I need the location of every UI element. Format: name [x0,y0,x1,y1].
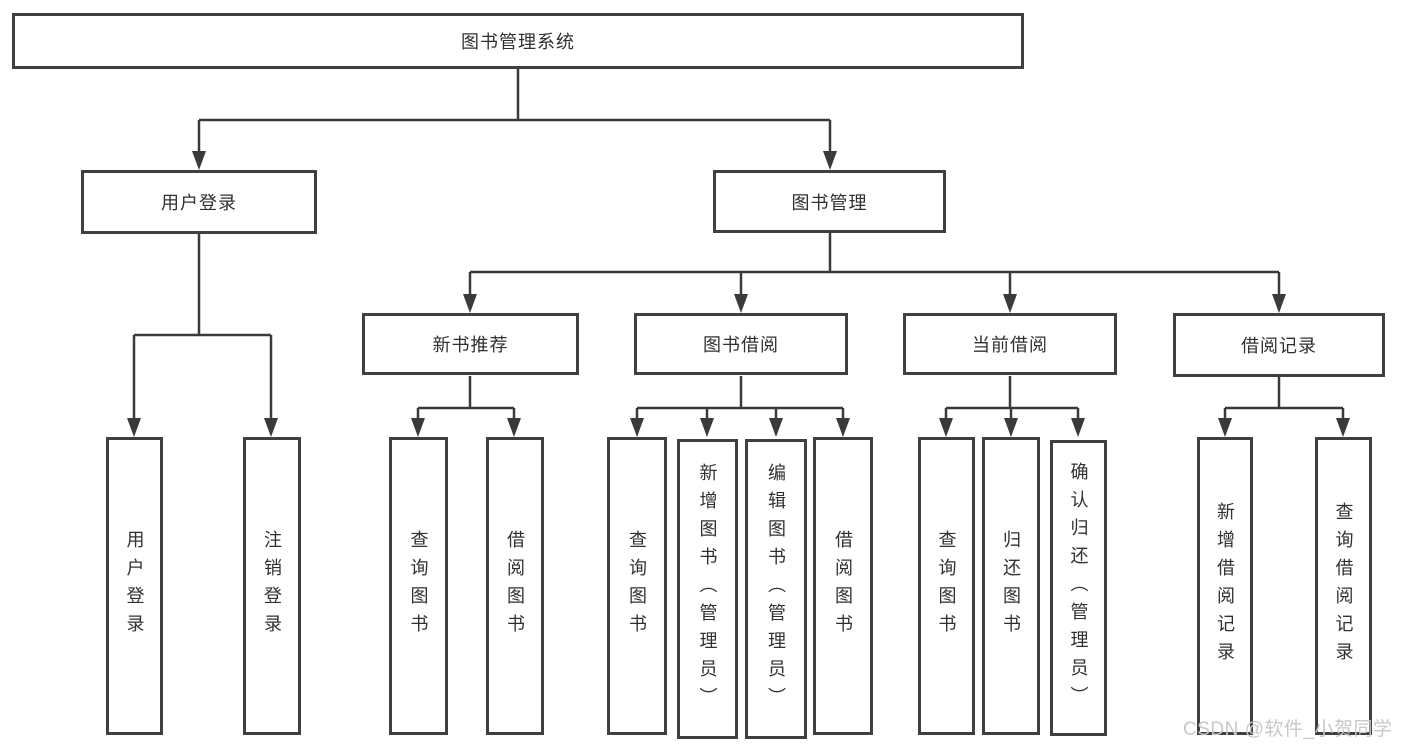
node-user-login: 用户登录 [81,170,317,234]
connector-user-login-to-children [132,234,273,420]
leaf-borrowing-edit-books-admin: 编辑图书（管理员） [745,439,807,739]
leaf-label: 确认归还（管理员） [1068,462,1089,714]
leaf-label: 查询借阅记录 [1333,502,1354,670]
leaf-current-query-books: 查询图书 [918,437,975,735]
leaf-label: 新增借阅记录 [1215,502,1235,670]
node-label: 用户登录 [161,193,237,213]
leaf-label: 借阅图书 [833,530,853,642]
connector-recommend-to-children [416,376,516,420]
node-new-book-recommend: 新书推荐 [362,313,579,375]
leaf-records-add-record: 新增借阅记录 [1197,437,1253,735]
leaf-recommend-borrow-books: 借阅图书 [486,437,544,735]
node-label: 新书推荐 [432,335,509,355]
node-label: 图书管理系统 [461,32,575,52]
node-label: 图书管理 [791,192,868,213]
node-borrowing-records: 借阅记录 [1173,313,1385,377]
leaf-label: 注销登录 [262,530,282,642]
node-book-borrowing: 图书借阅 [634,313,848,375]
node-label: 借阅记录 [1241,336,1317,356]
leaf-current-confirm-return-admin: 确认归还（管理员） [1050,440,1107,736]
leaf-current-return-books: 归还图书 [982,437,1040,735]
node-book-management: 图书管理 [713,170,946,233]
node-label: 当前借阅 [972,335,1048,355]
connector-current-to-children [944,376,1080,420]
leaf-borrowing-add-books-admin: 新增图书（管理员） [677,439,738,739]
leaf-label: 查询图书 [627,530,647,642]
csdn-watermark: CSDN @软件_小贺同学 [1183,719,1393,740]
leaf-recommend-query-books: 查询图书 [389,437,448,735]
leaf-label: 编辑图书（管理员） [766,463,786,715]
leaf-records-query-record: 查询借阅记录 [1315,437,1372,735]
leaf-borrowing-query-books: 查询图书 [607,437,667,735]
leaf-label: 借阅图书 [505,530,525,642]
leaf-logout: 注销登录 [243,437,301,735]
node-library-management-system: 图书管理系统 [12,13,1024,69]
node-label: 图书借阅 [703,335,779,355]
leaf-label: 查询图书 [936,530,957,642]
leaf-borrowing-borrow-books: 借阅图书 [813,437,873,735]
leaf-label: 归还图书 [1001,530,1021,642]
node-current-borrowing: 当前借阅 [903,313,1117,375]
connector-borrowing-to-children [635,376,845,420]
leaf-label: 用户登录 [124,530,145,642]
connector-root-to-level2 [197,69,832,153]
connector-book-management-to-groups [468,233,1281,296]
leaf-label: 查询图书 [408,530,429,642]
leaf-user-login: 用户登录 [106,437,163,735]
leaf-label: 新增图书（管理员） [697,463,718,715]
connector-records-to-children [1223,377,1345,420]
